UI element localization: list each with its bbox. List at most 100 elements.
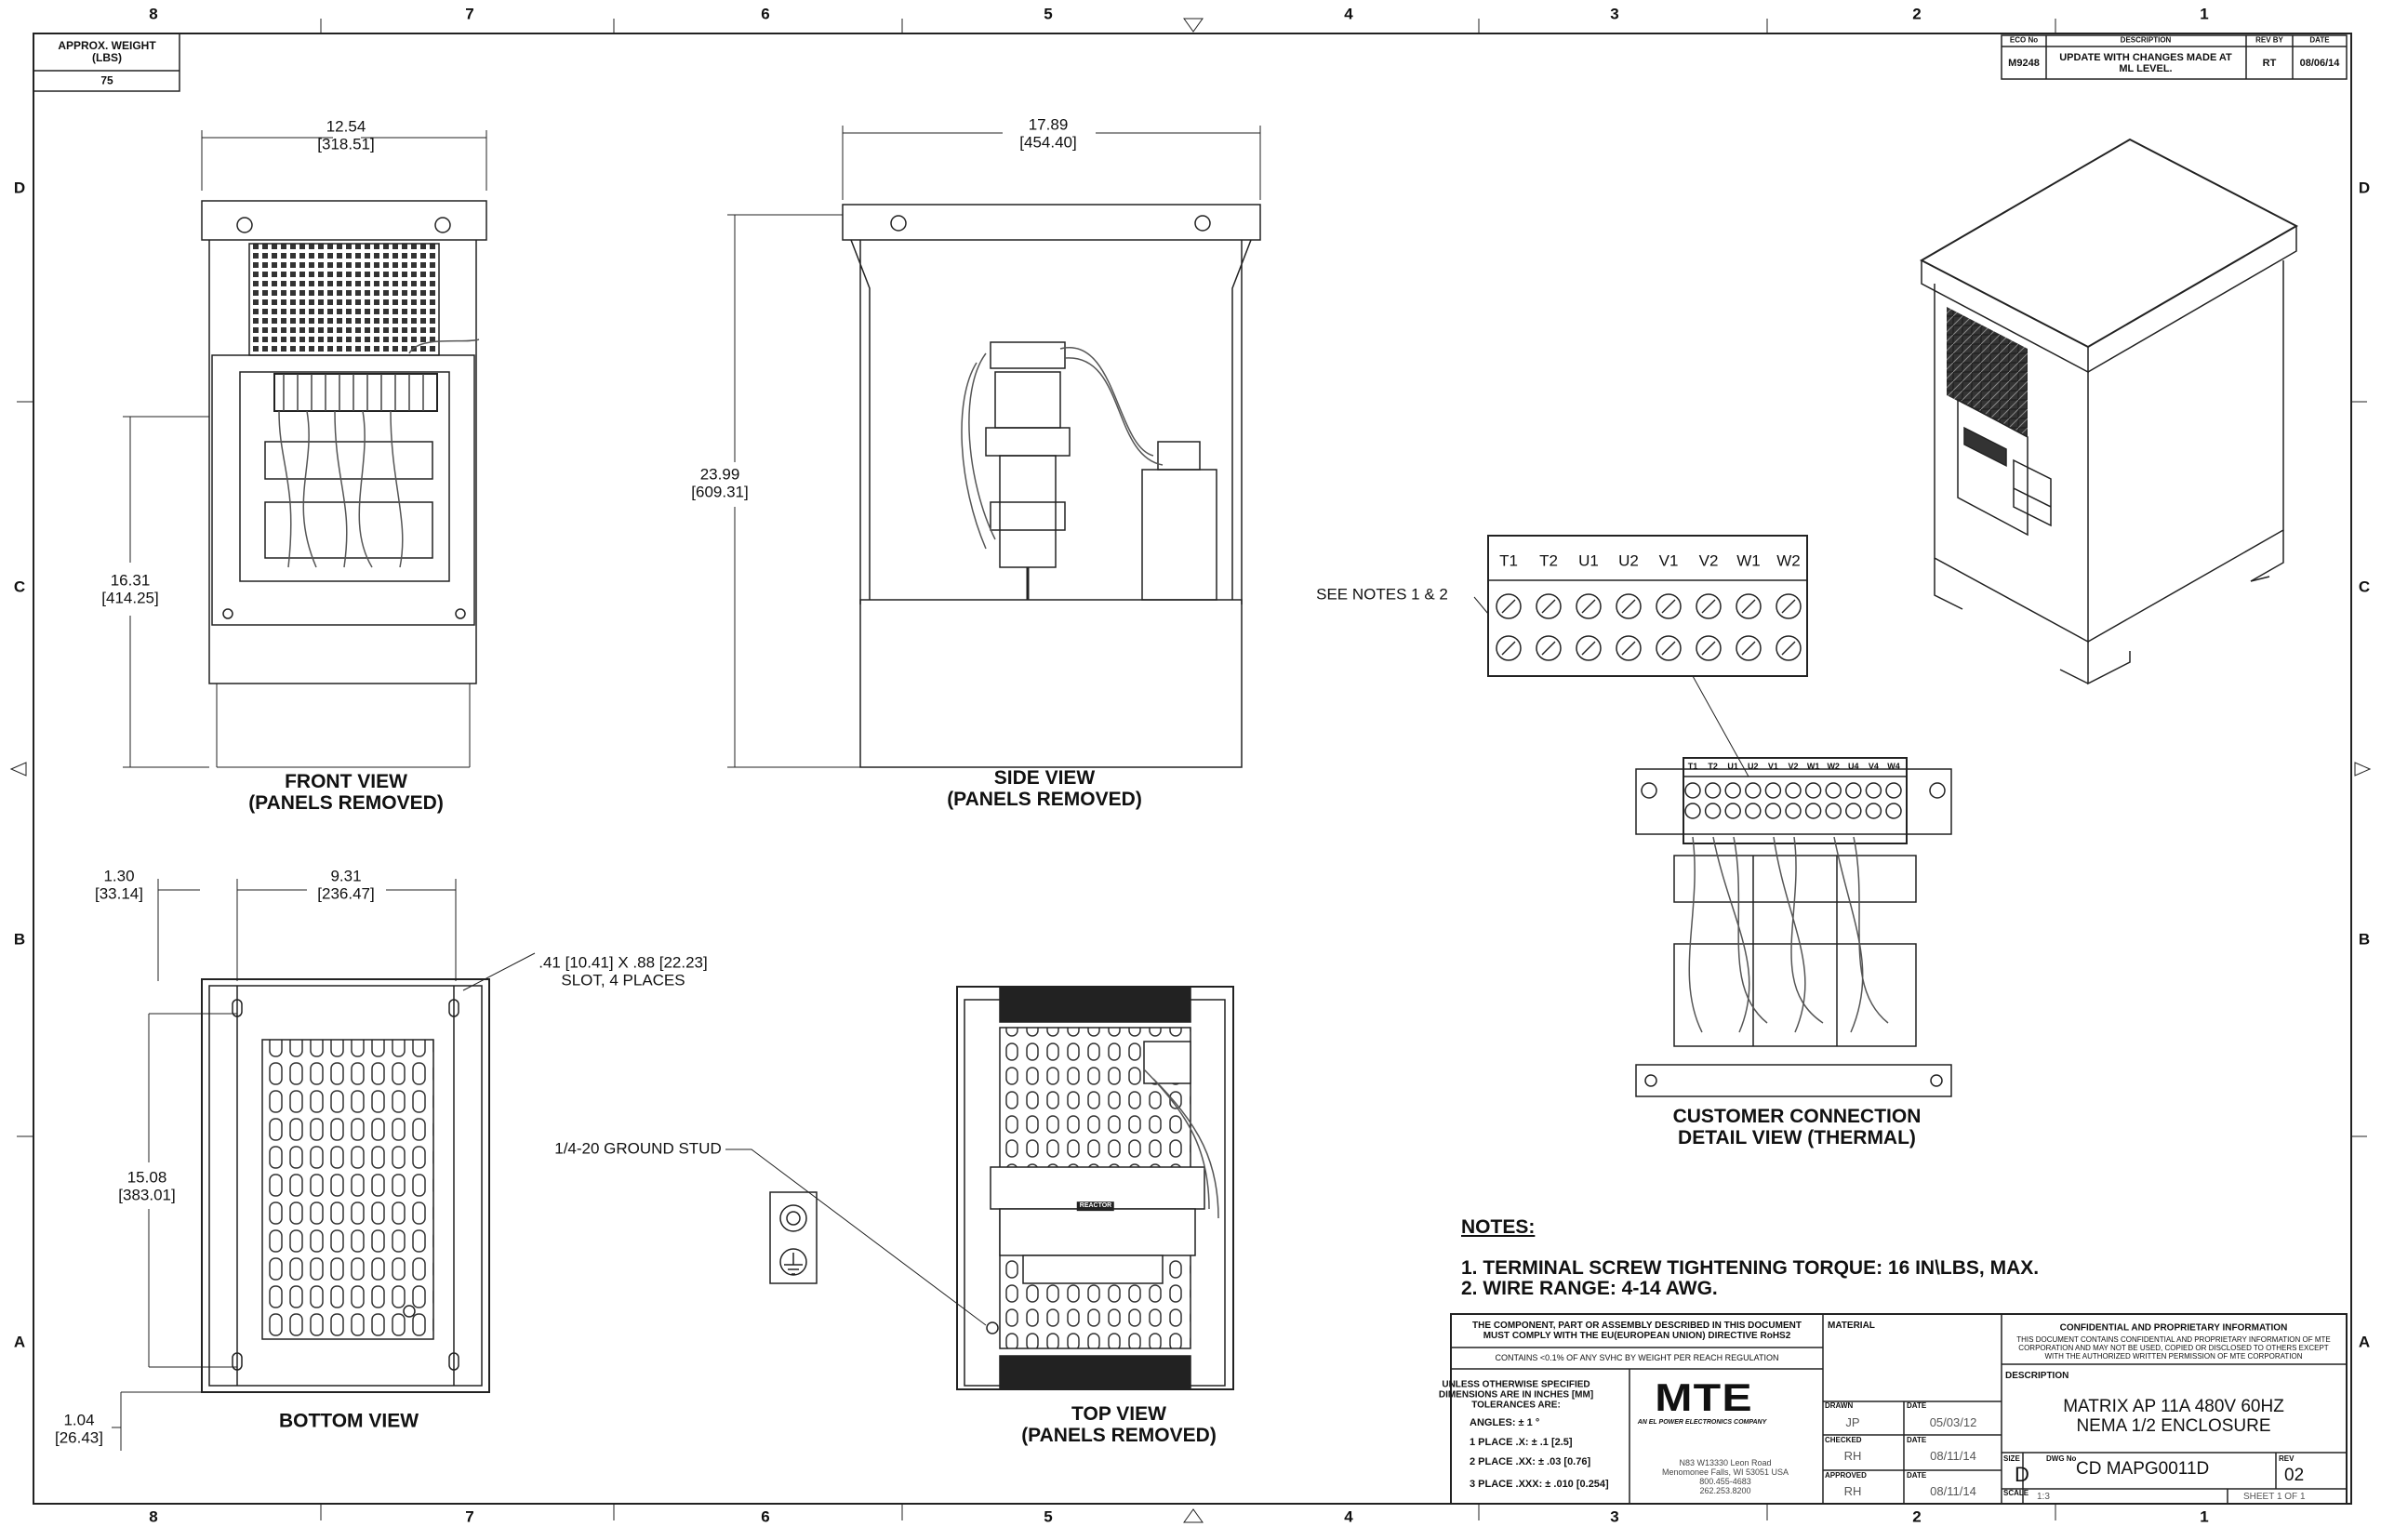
zone-column-label: 8 — [149, 1507, 158, 1526]
zone-column-label: 7 — [465, 5, 474, 23]
rev-header-eco: ECO No — [2009, 35, 2039, 45]
dim-bottom-span: 9.31[236.47] — [317, 867, 375, 902]
dim-front-height: 16.31[414.25] — [101, 571, 158, 606]
terminal-screw-icon — [1745, 803, 1762, 819]
drawn-date-label: DATE — [1907, 1401, 1927, 1410]
rohs-line2: MUST COMPLY WITH THE EU(EUROPEAN UNION) … — [1483, 1331, 1791, 1341]
zone-column-label: 1 — [2200, 5, 2209, 23]
terminal-screw-icon — [1885, 803, 1902, 819]
customer-terminal-label: T2 — [1708, 762, 1718, 772]
approved-date-label: DATE — [1907, 1471, 1927, 1480]
screw-slot — [1741, 599, 1756, 614]
zone-column-label: 5 — [1044, 5, 1053, 23]
terminal-screw-icon — [1764, 782, 1782, 799]
ground-stud-callout: 1/4-20 GROUND STUD — [554, 1139, 722, 1158]
reactor-tag: REACTOR — [1076, 1201, 1115, 1211]
screw-slot — [1781, 641, 1796, 656]
zone-row-label: C — [2358, 578, 2371, 596]
terminal-screw-icon — [1745, 782, 1762, 799]
dim-mm: [26.43] — [55, 1428, 103, 1446]
reach-statement: CONTAINS <0.1% OF ANY SVHC BY WEIGHT PER… — [1495, 1353, 1779, 1363]
sheet-size: D — [2015, 1462, 2029, 1486]
weight-label-line2: (LBS) — [92, 51, 122, 64]
customer-terminal-label: U4 — [1848, 762, 1859, 772]
screw-slot — [1621, 599, 1636, 614]
terminal-screw-icon — [1704, 782, 1722, 799]
zone-column-label: 7 — [465, 1507, 474, 1526]
zone-column-label: 6 — [761, 1507, 770, 1526]
weight-label: APPROX. WEIGHT(LBS) — [58, 39, 155, 64]
screw-slot — [1501, 641, 1516, 656]
terminal-screw-icon — [1736, 593, 1762, 619]
phone1: 800.455-4683 — [1699, 1477, 1751, 1486]
terminal-screw-icon — [1845, 782, 1862, 799]
dim-in: 1.30 — [103, 867, 135, 885]
dim-side-height: 23.99[609.31] — [691, 465, 749, 500]
screw-slot — [1541, 641, 1556, 656]
dim-mm: [33.14] — [95, 884, 143, 902]
customer-terminal-label: T1 — [1687, 762, 1698, 772]
dim-in: 17.89 — [1028, 115, 1069, 134]
description-line1: MATRIX AP 11A 480V 60HZ — [2063, 1397, 2284, 1417]
dwg-no-label: DWG No — [2046, 1454, 2077, 1463]
front-view-subtitle: (PANELS REMOVED) — [248, 792, 444, 814]
approved-label: APPROVED — [1825, 1471, 1867, 1480]
top-view-title: TOP VIEW — [1071, 1402, 1166, 1425]
size-label: SIZE — [2003, 1454, 2020, 1463]
rev-description-line1: UPDATE WITH CHANGES MADE AT — [2059, 51, 2232, 63]
zone-row-label: A — [13, 1333, 26, 1351]
customer-terminal-label: U1 — [1727, 762, 1738, 772]
material-label: MATERIAL — [1828, 1321, 1875, 1331]
screw-slot — [1621, 641, 1636, 656]
conf-line1: THIS DOCUMENT CONTAINS CONFIDENTIAL AND … — [2016, 1334, 2331, 1344]
terminal-screw-icon — [1576, 635, 1602, 661]
terminal-screw-icon — [1616, 635, 1642, 661]
zone-column-label: 4 — [1344, 5, 1353, 23]
rev-date: 08/06/14 — [2299, 57, 2340, 69]
slot-size: .41 [10.41] X .88 [22.23] — [539, 953, 708, 972]
terminal-screw-icon — [1785, 782, 1802, 799]
screw-slot — [1781, 599, 1796, 614]
drawn-by: JP — [1845, 1414, 1860, 1429]
dim-in: 12.54 — [326, 117, 366, 136]
checked-label: CHECKED — [1825, 1436, 1862, 1444]
terminal-screw-icon — [1684, 803, 1701, 819]
terminal-screw-icon — [1865, 803, 1882, 819]
customer-terminal-label: V2 — [1788, 762, 1799, 772]
zone-column-label: 8 — [149, 5, 158, 23]
terminal-screw-icon — [1684, 782, 1701, 799]
terminal-screw-icon — [1776, 593, 1802, 619]
terminal-block-detail-drawing — [1473, 535, 1808, 777]
checked-by: RH — [1843, 1448, 1862, 1463]
dim-side-width: 17.89[454.40] — [1019, 115, 1076, 151]
rev-header-date: DATE — [2309, 35, 2330, 45]
terminal-screw-icon — [1825, 782, 1842, 799]
dim-in: 1.04 — [63, 1411, 95, 1429]
dim-mm: [236.47] — [317, 884, 375, 902]
dim-bottom-height: 15.08[383.01] — [118, 1168, 175, 1203]
zone-row-label: B — [13, 930, 26, 949]
terminal-screw-icon — [1536, 593, 1562, 619]
drawing-number: CD MAPG0011D — [2076, 1459, 2210, 1479]
screw-slot — [1701, 599, 1716, 614]
drawn-date: 05/03/12 — [1929, 1414, 1977, 1429]
notes-heading: NOTES: — [1461, 1216, 1536, 1238]
rev-header-rev-by: REV BY — [2255, 35, 2283, 45]
logo-tagline: AN EL POWER ELECTRONICS COMPANY — [1637, 1419, 1767, 1427]
terminal-screw-icon — [1576, 593, 1602, 619]
terminal-screw-icon — [1804, 782, 1822, 799]
side-view-title: SIDE VIEW — [993, 766, 1096, 789]
bottom-view-drawing — [112, 879, 536, 1451]
customer-terminal-label: V4 — [1868, 762, 1879, 772]
dim-mm: [318.51] — [317, 135, 375, 153]
screw-slot — [1741, 641, 1756, 656]
description-label: DESCRIPTION — [2005, 1371, 2069, 1381]
confidential-title: CONFIDENTIAL AND PROPRIETARY INFORMATION — [2059, 1322, 2288, 1334]
dim-mm: [609.31] — [691, 483, 749, 500]
tolerance-2-place: 2 PLACE .XX: ± .03 [0.76] — [1470, 1456, 1591, 1467]
screw-slot — [1501, 599, 1516, 614]
zone-row-label: D — [13, 179, 26, 197]
